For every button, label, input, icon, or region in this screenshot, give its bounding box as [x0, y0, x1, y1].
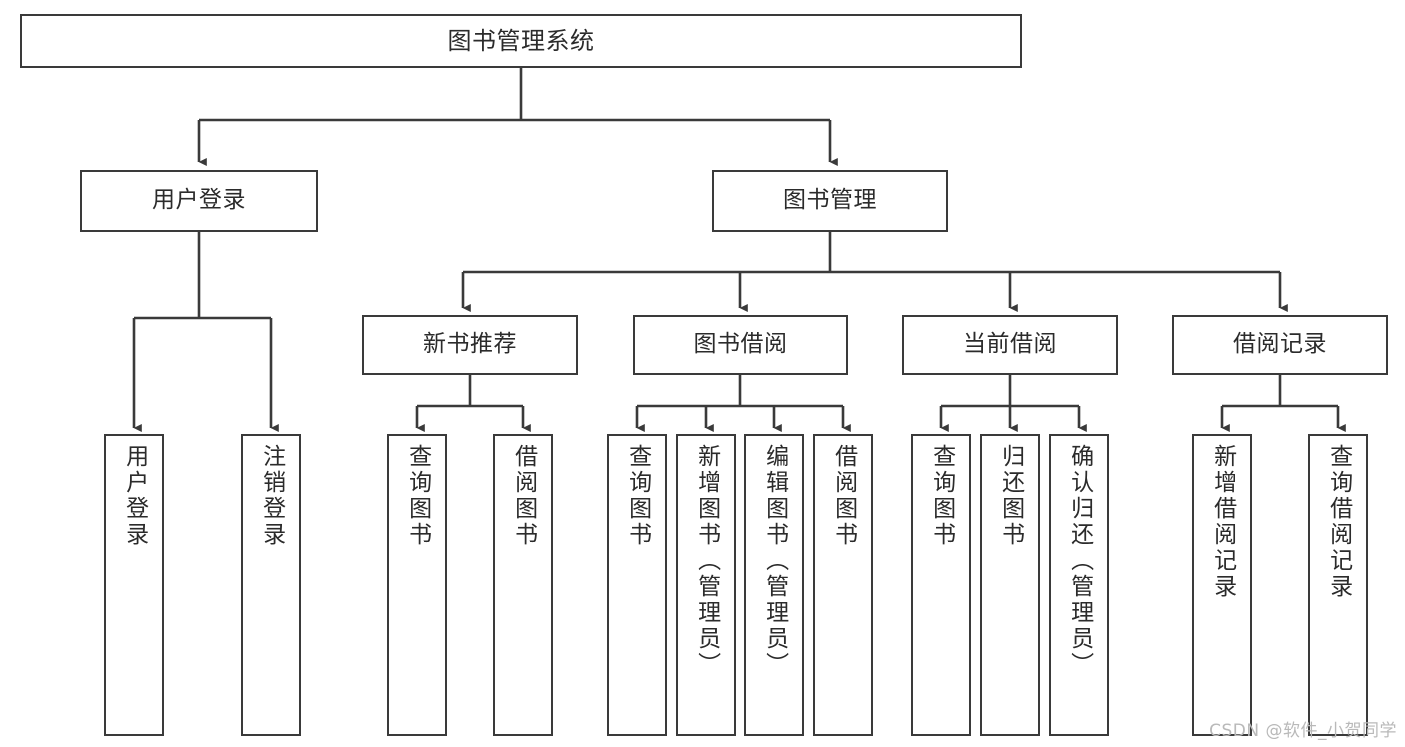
node-leaf-return-book[interactable]: 归还图书 — [980, 434, 1040, 736]
node-root[interactable]: 图书管理系统 — [20, 14, 1022, 68]
node-borrow-record-label: 借阅记录 — [1233, 331, 1327, 358]
node-leaf-query-record-label: 查询借阅记录 — [1325, 444, 1352, 600]
node-leaf-edit-book-label: 编辑图书（管理员） — [761, 444, 788, 678]
node-borrow-record[interactable]: 借阅记录 — [1172, 315, 1388, 375]
node-leaf-borrow-book-1-label: 借阅图书 — [510, 444, 537, 548]
node-leaf-confirm-return[interactable]: 确认归还（管理员） — [1049, 434, 1109, 736]
node-book-borrow-label: 图书借阅 — [693, 331, 788, 358]
node-leaf-add-record-label: 新增借阅记录 — [1209, 444, 1236, 600]
node-leaf-query-book-1[interactable]: 查询图书 — [387, 434, 447, 736]
node-leaf-add-book[interactable]: 新增图书（管理员） — [676, 434, 736, 736]
watermark: CSDN @软件_小贺同学 — [1209, 721, 1397, 741]
node-new-book-recommend[interactable]: 新书推荐 — [362, 315, 578, 375]
node-leaf-logout-login-label: 注销登录 — [258, 444, 285, 548]
node-leaf-query-book-3-label: 查询图书 — [928, 444, 955, 548]
node-leaf-add-book-label: 新增图书（管理员） — [693, 444, 720, 678]
node-current-borrow-label: 当前借阅 — [963, 331, 1057, 358]
node-leaf-query-book-2[interactable]: 查询图书 — [607, 434, 667, 736]
node-book-borrow[interactable]: 图书借阅 — [633, 315, 848, 375]
node-leaf-query-book-2-label: 查询图书 — [624, 444, 651, 548]
node-leaf-confirm-return-label: 确认归还（管理员） — [1066, 444, 1093, 678]
node-leaf-query-book-3[interactable]: 查询图书 — [911, 434, 971, 736]
node-leaf-borrow-book-1[interactable]: 借阅图书 — [493, 434, 553, 736]
node-book-management-label: 图书管理 — [783, 187, 877, 214]
node-user-login-label: 用户登录 — [152, 187, 246, 214]
node-book-management[interactable]: 图书管理 — [712, 170, 948, 232]
node-root-label: 图书管理系统 — [447, 26, 595, 55]
node-leaf-user-login-label: 用户登录 — [121, 444, 148, 548]
node-leaf-borrow-book-2[interactable]: 借阅图书 — [813, 434, 873, 736]
node-user-login[interactable]: 用户登录 — [80, 170, 318, 232]
node-leaf-query-book-1-label: 查询图书 — [404, 444, 431, 548]
node-leaf-query-record[interactable]: 查询借阅记录 — [1308, 434, 1368, 736]
node-leaf-logout-login[interactable]: 注销登录 — [241, 434, 301, 736]
node-leaf-add-record[interactable]: 新增借阅记录 — [1192, 434, 1252, 736]
node-leaf-borrow-book-2-label: 借阅图书 — [830, 444, 857, 548]
node-current-borrow[interactable]: 当前借阅 — [902, 315, 1118, 375]
node-leaf-user-login[interactable]: 用户登录 — [104, 434, 164, 736]
node-leaf-return-book-label: 归还图书 — [997, 444, 1024, 548]
node-new-book-recommend-label: 新书推荐 — [423, 331, 517, 358]
node-leaf-edit-book[interactable]: 编辑图书（管理员） — [744, 434, 804, 736]
